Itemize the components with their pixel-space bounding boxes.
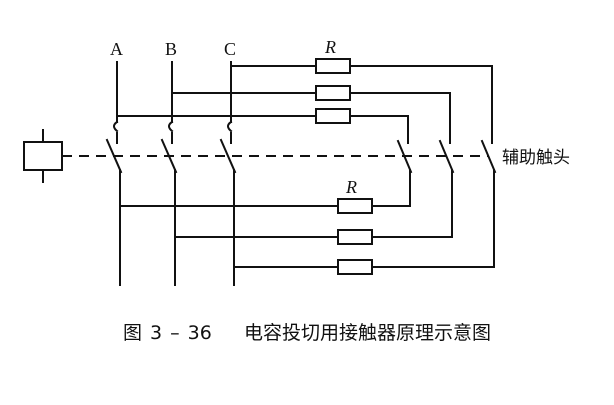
figure-title: 电容投切用接触器原理示意图 <box>244 322 492 344</box>
phase-label-b: B <box>165 39 177 59</box>
phase-label-a: A <box>110 39 123 59</box>
aux-contact-label: 辅助触头 <box>502 148 570 168</box>
phase-b-line <box>160 61 178 286</box>
figure-number: 图 3 – 36 <box>122 322 212 344</box>
lower-branch-a <box>119 198 411 214</box>
figure-caption: 图 3 – 36 电容投切用接触器原理示意图 <box>0 318 614 345</box>
aux-contact-a <box>396 139 413 207</box>
phase-a-line <box>105 61 123 286</box>
contactor-coil <box>23 129 63 183</box>
aux-contact-c <box>480 139 497 268</box>
upper-branch-c <box>230 58 493 144</box>
resistor-label-top: R <box>324 37 336 57</box>
lower-branch-b <box>174 229 453 245</box>
contactor-schematic: A B C R R <box>23 37 570 286</box>
phase-label-c: C <box>224 39 236 59</box>
phase-c-line <box>219 61 237 286</box>
aux-contact-b <box>438 139 455 238</box>
lower-branch-c <box>233 259 495 275</box>
upper-branch-b <box>171 85 451 144</box>
resistor-label-bottom: R <box>345 177 357 197</box>
upper-branch-a <box>116 108 409 144</box>
